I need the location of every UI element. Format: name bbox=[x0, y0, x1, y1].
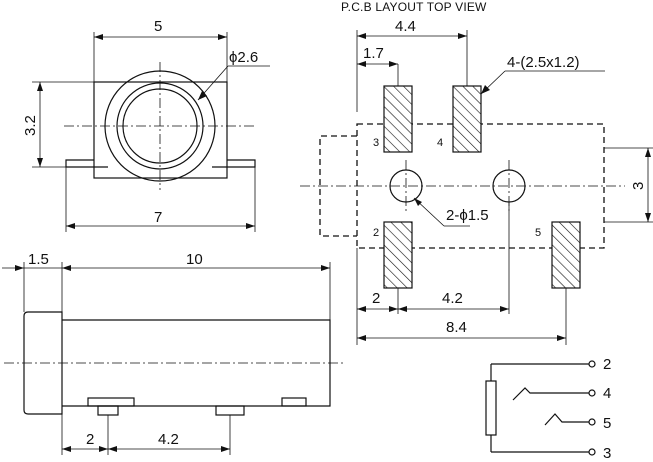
schematic-pin-2 bbox=[588, 360, 596, 368]
dim-pad-span-label: 4.4 bbox=[395, 18, 416, 35]
dim-bottom-gap-label: 2 bbox=[372, 290, 380, 307]
hole-dia-label: ϕ2.6 bbox=[229, 49, 258, 66]
dim-pin-gap-label: 2 bbox=[86, 431, 94, 448]
pad-label-3: 3 bbox=[373, 137, 379, 149]
schematic-contact bbox=[485, 380, 497, 436]
dim-overall-label: 8.4 bbox=[446, 319, 467, 336]
side-pin-left bbox=[87, 397, 135, 407]
pad-size-label: 4-(2.5x1.2) bbox=[507, 54, 580, 71]
dim-vertical-label: 3 bbox=[630, 182, 647, 190]
pad-3 bbox=[383, 85, 413, 153]
schematic-spring-4 bbox=[512, 387, 589, 401]
pad-4 bbox=[452, 85, 482, 153]
schematic-label-4: 4 bbox=[603, 385, 611, 402]
schematic-pin-3 bbox=[588, 448, 596, 456]
schematic-label-5: 5 bbox=[603, 415, 611, 432]
pcb-title: P.C.B LAYOUT TOP VIEW bbox=[341, 0, 487, 14]
side-pin-mid bbox=[215, 405, 245, 416]
side-view: 1.5 10 2 4.2 bbox=[2, 251, 345, 455]
pcb-outline bbox=[356, 123, 605, 249]
front-view: 5 ϕ2.6 3.2 7 bbox=[22, 18, 270, 232]
pcb-outline-left bbox=[319, 135, 357, 237]
hole-label: 2-ϕ1.5 bbox=[446, 207, 489, 224]
schematic-label-3: 3 bbox=[603, 445, 611, 462]
front-body bbox=[93, 81, 228, 179]
dim-length-label: 10 bbox=[186, 251, 203, 268]
dim-flange-label: 1.5 bbox=[28, 251, 49, 268]
schematic-label-2: 2 bbox=[603, 356, 611, 373]
pad-label-2: 2 bbox=[373, 227, 379, 239]
pad-label-4: 4 bbox=[437, 137, 443, 149]
front-left-foot bbox=[65, 159, 108, 168]
front-right-foot bbox=[212, 159, 256, 168]
dim-base-label: 7 bbox=[154, 209, 162, 226]
schematic-spring-5 bbox=[544, 413, 589, 426]
schematic: 2 4 5 3 bbox=[485, 356, 611, 462]
dim-bottom-mid-label: 4.2 bbox=[442, 290, 463, 307]
pad-2 bbox=[383, 221, 413, 289]
dim-height-label: 3.2 bbox=[22, 115, 39, 136]
dim-pad-offset-label: 1.7 bbox=[363, 45, 384, 62]
dim-pin-spacing-label: 4.2 bbox=[158, 431, 179, 448]
pcb-layout: P.C.B LAYOUT TOP VIEW 3 4 2 5 2-ϕ1.5 4. bbox=[300, 0, 653, 345]
schematic-pin-4 bbox=[588, 389, 596, 397]
schematic-pin-5 bbox=[588, 418, 596, 426]
side-pin-right bbox=[281, 397, 307, 407]
pad-label-5: 5 bbox=[535, 227, 541, 239]
pad-5 bbox=[551, 221, 581, 289]
dim-width-label: 5 bbox=[154, 18, 162, 35]
